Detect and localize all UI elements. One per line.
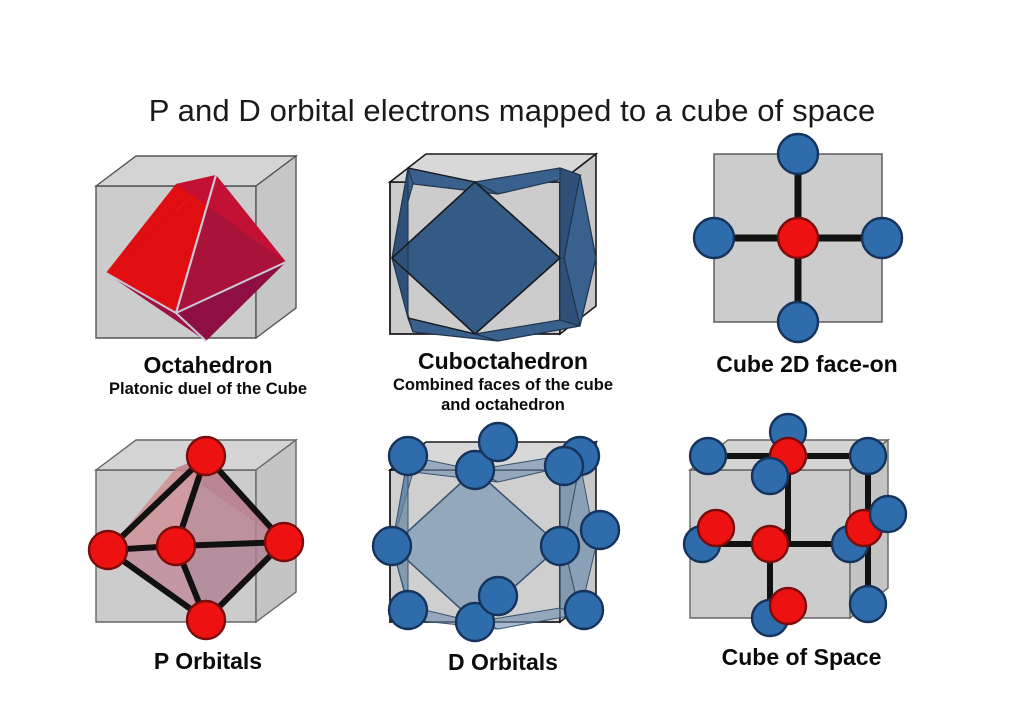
cuboctahedron-caption-subtitle-line1: Combined faces of the cube: [392, 376, 614, 394]
cuboctahedron-caption-subtitle-line2: and octahedron: [441, 396, 565, 414]
p-orbitals-illustration: [78, 424, 338, 641]
page-title: P and D orbital electrons mapped to a cu…: [148, 92, 876, 128]
octahedron-caption-subtitle: Platonic duel of the Cube: [108, 380, 307, 398]
p-orbitals-svg: [87, 435, 305, 641]
p-orbitals-caption: P Orbitals: [78, 648, 338, 675]
node-blue-upper-right-inner: [543, 445, 585, 487]
figure-octahedron: Octahedron Platonic duel of the Cube: [78, 142, 338, 399]
node-red-front-face: [750, 524, 790, 564]
figure-cube-of-space: Cube of Space: [664, 412, 939, 671]
cuboctahedron-caption-title: Cuboctahedron: [418, 348, 588, 374]
node-blue-top-back: [477, 421, 519, 463]
node-blue-bottom-right: [848, 584, 888, 624]
cube-of-space-caption: Cube of Space: [664, 644, 939, 671]
node-blue-bottom-back: [477, 575, 519, 617]
cube-2d-caption: Cube 2D face-on: [672, 351, 942, 378]
cuboctahedron-illustration: [368, 142, 638, 342]
cube-2d-caption-title: Cube 2D face-on: [716, 351, 898, 377]
octahedron-body: [105, 174, 287, 342]
node-blue-top-front: [454, 449, 496, 491]
node-blue-mid-right: [539, 525, 581, 567]
node-red-center: [776, 216, 820, 260]
figure-p-orbitals: P Orbitals: [78, 424, 338, 675]
figure-cube-2d-face-on: Cube 2D face-on: [672, 132, 942, 378]
cube-2d-svg: [692, 132, 904, 344]
d-orbitals-caption: D Orbitals: [368, 649, 638, 676]
octahedron-illustration: [78, 142, 338, 342]
cuboctahedron-body: [390, 167, 597, 342]
node-red-front: [155, 525, 197, 567]
node-blue-mid-left: [371, 525, 413, 567]
octahedron-caption: Octahedron Platonic duel of the Cube: [78, 352, 338, 399]
node-group: [87, 435, 305, 641]
node-red-bottom-face: [768, 586, 808, 626]
node-blue-top-left: [387, 435, 429, 477]
node-blue-mid-back-right: [579, 509, 621, 551]
cube-of-space-caption-title: Cube of Space: [721, 644, 882, 670]
cube-2d-illustration: [672, 132, 942, 344]
node-blue-top-left: [688, 436, 728, 476]
octahedron-caption-title: Octahedron: [143, 352, 273, 378]
node-blue-top-front: [750, 456, 790, 496]
cube-of-space-illustration: [664, 412, 939, 638]
node-blue-top-right: [848, 436, 888, 476]
cuboctahedron-caption: Cuboctahedron Combined faces of the cube…: [368, 348, 638, 415]
node-group: [682, 412, 908, 638]
node-blue-top: [776, 132, 820, 176]
node-red-left: [87, 529, 129, 571]
node-red-left-face: [696, 508, 736, 548]
d-orbitals-svg: [371, 421, 621, 643]
d-orbitals-caption-title: D Orbitals: [448, 649, 558, 675]
node-red-top: [185, 435, 227, 477]
figure-d-orbitals: D Orbitals: [368, 420, 638, 676]
node-blue-bottom-right: [563, 589, 605, 631]
d-orbitals-illustration: [368, 420, 638, 643]
node-blue-bottom: [776, 300, 820, 344]
node-blue-bottom-left: [387, 589, 429, 631]
node-red-right: [263, 521, 305, 563]
node-blue-left: [692, 216, 736, 260]
node-blue-right-back: [868, 494, 908, 534]
node-group: [371, 421, 621, 643]
figure-cuboctahedron: Cuboctahedron Combined faces of the cube…: [368, 142, 638, 415]
node-red-bottom: [185, 599, 227, 641]
p-orbitals-caption-title: P Orbitals: [153, 648, 263, 674]
cube-of-space-svg: [682, 412, 908, 638]
cuboctahedron-svg: [387, 152, 599, 342]
octahedron-svg: [93, 154, 299, 342]
node-blue-bottom-front: [454, 601, 496, 643]
node-blue-right: [860, 216, 904, 260]
node-group: [692, 132, 904, 344]
